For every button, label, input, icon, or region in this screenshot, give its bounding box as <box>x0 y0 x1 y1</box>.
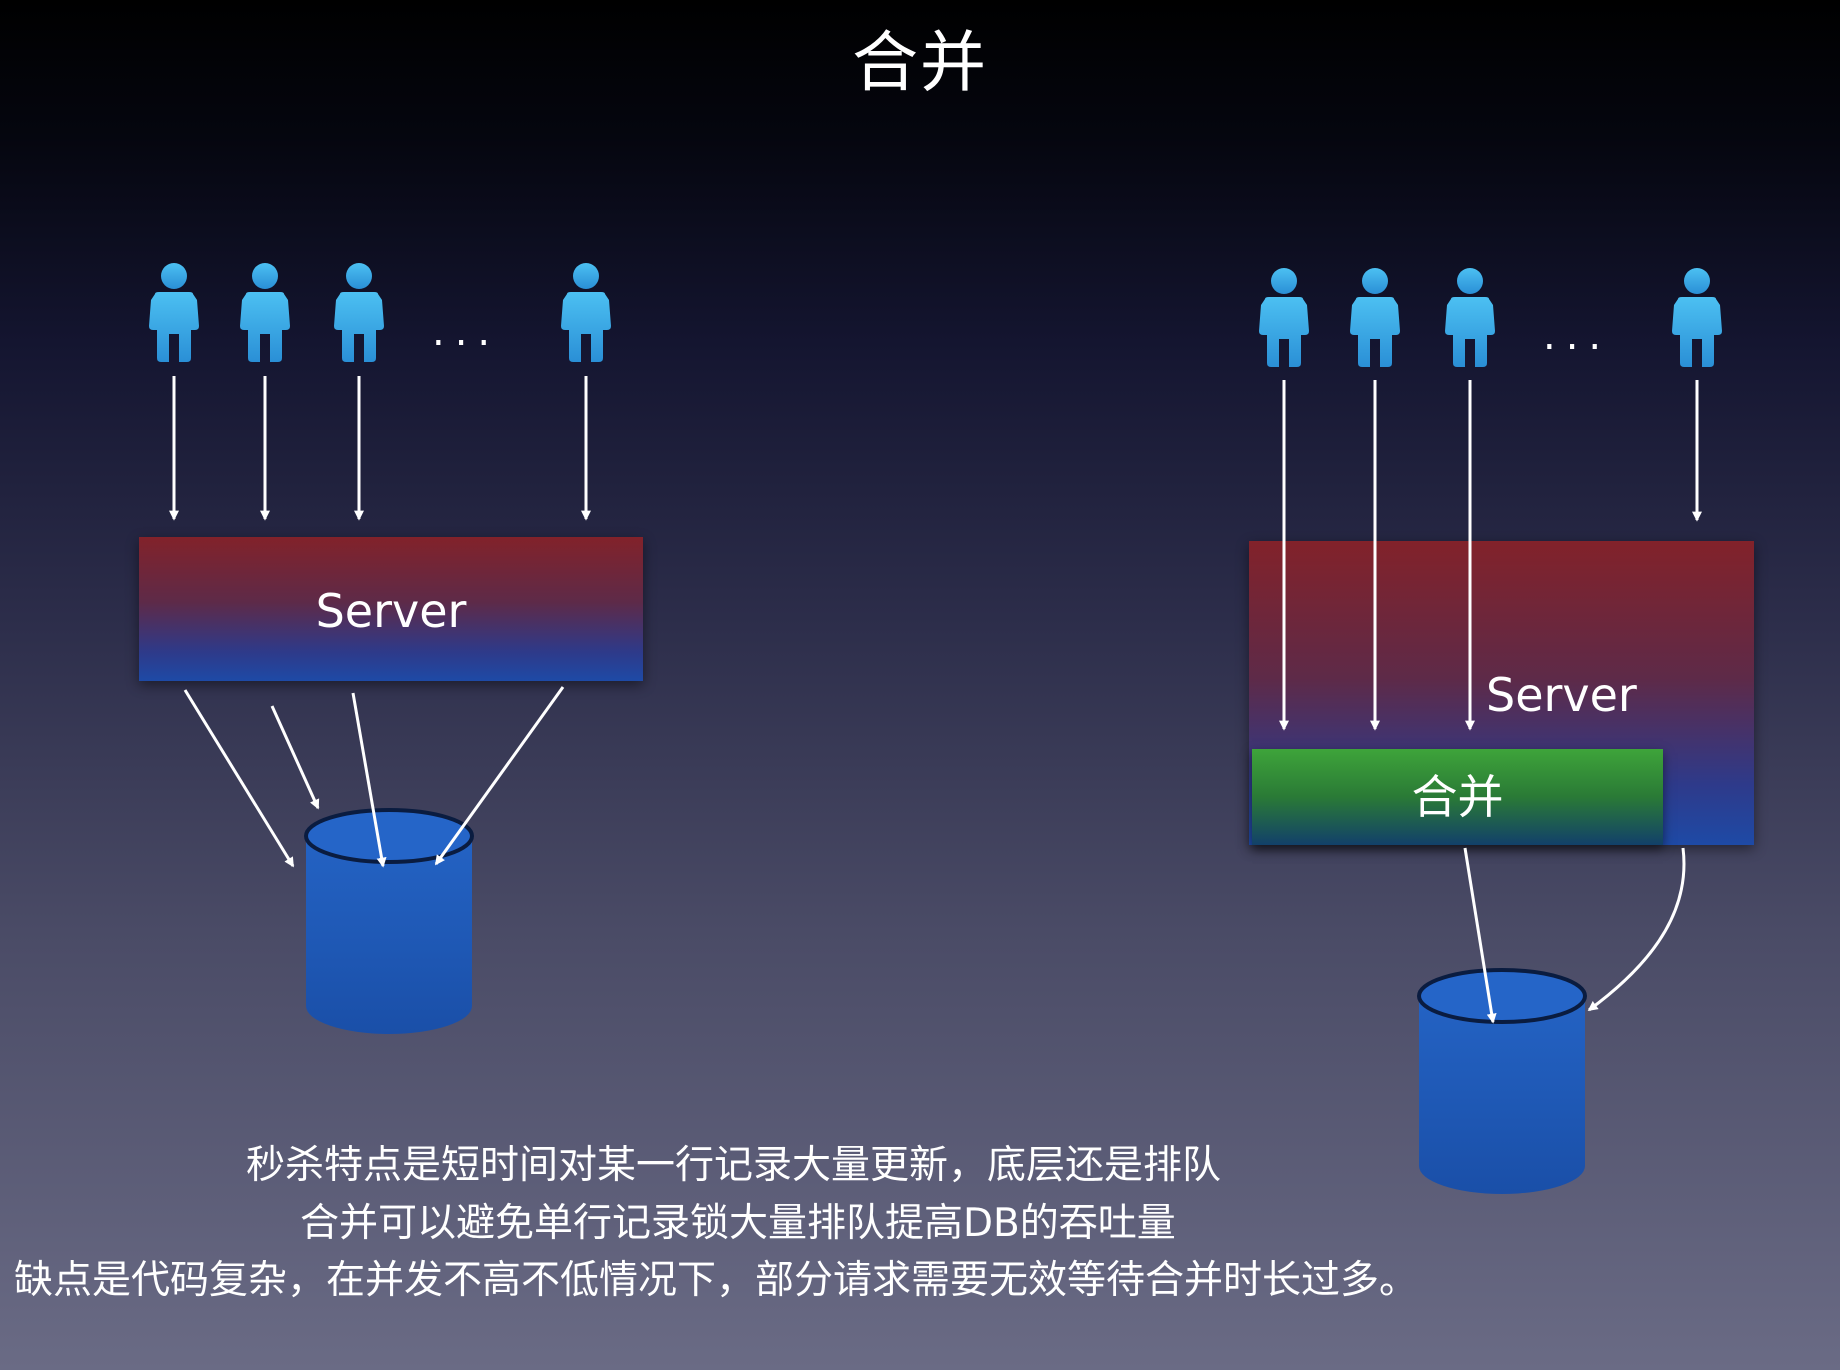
server-box-left <box>139 537 643 681</box>
server-label-left: Server <box>315 584 467 638</box>
database-cylinder-icon <box>1417 968 1587 1194</box>
merge-box <box>1252 749 1663 845</box>
database-cylinder-icon <box>304 808 474 1034</box>
caption-line-1: 秒杀特点是短时间对某一行记录大量更新，底层还是排队 <box>246 1143 1222 1188</box>
merge-label: 合并 <box>1411 770 1504 824</box>
arrow <box>434 686 565 866</box>
slide-title: 合并 <box>852 24 988 101</box>
arrow <box>183 689 295 868</box>
arrow <box>1463 847 1497 1024</box>
caption-line-2: 合并可以避免单行记录锁大量排队提高DB的吞吐量 <box>300 1201 1176 1246</box>
arrow <box>270 705 320 810</box>
arrow <box>1587 847 1686 1012</box>
ellipsis-left: ... <box>432 309 501 355</box>
caption-line-3: 缺点是代码复杂，在并发不高不低情况下，部分请求需要无效等待合并时长过多。 <box>14 1258 1419 1303</box>
arrow <box>351 692 387 868</box>
server-label-right: Server <box>1486 668 1637 722</box>
ellipsis-right: ... <box>1543 313 1612 359</box>
